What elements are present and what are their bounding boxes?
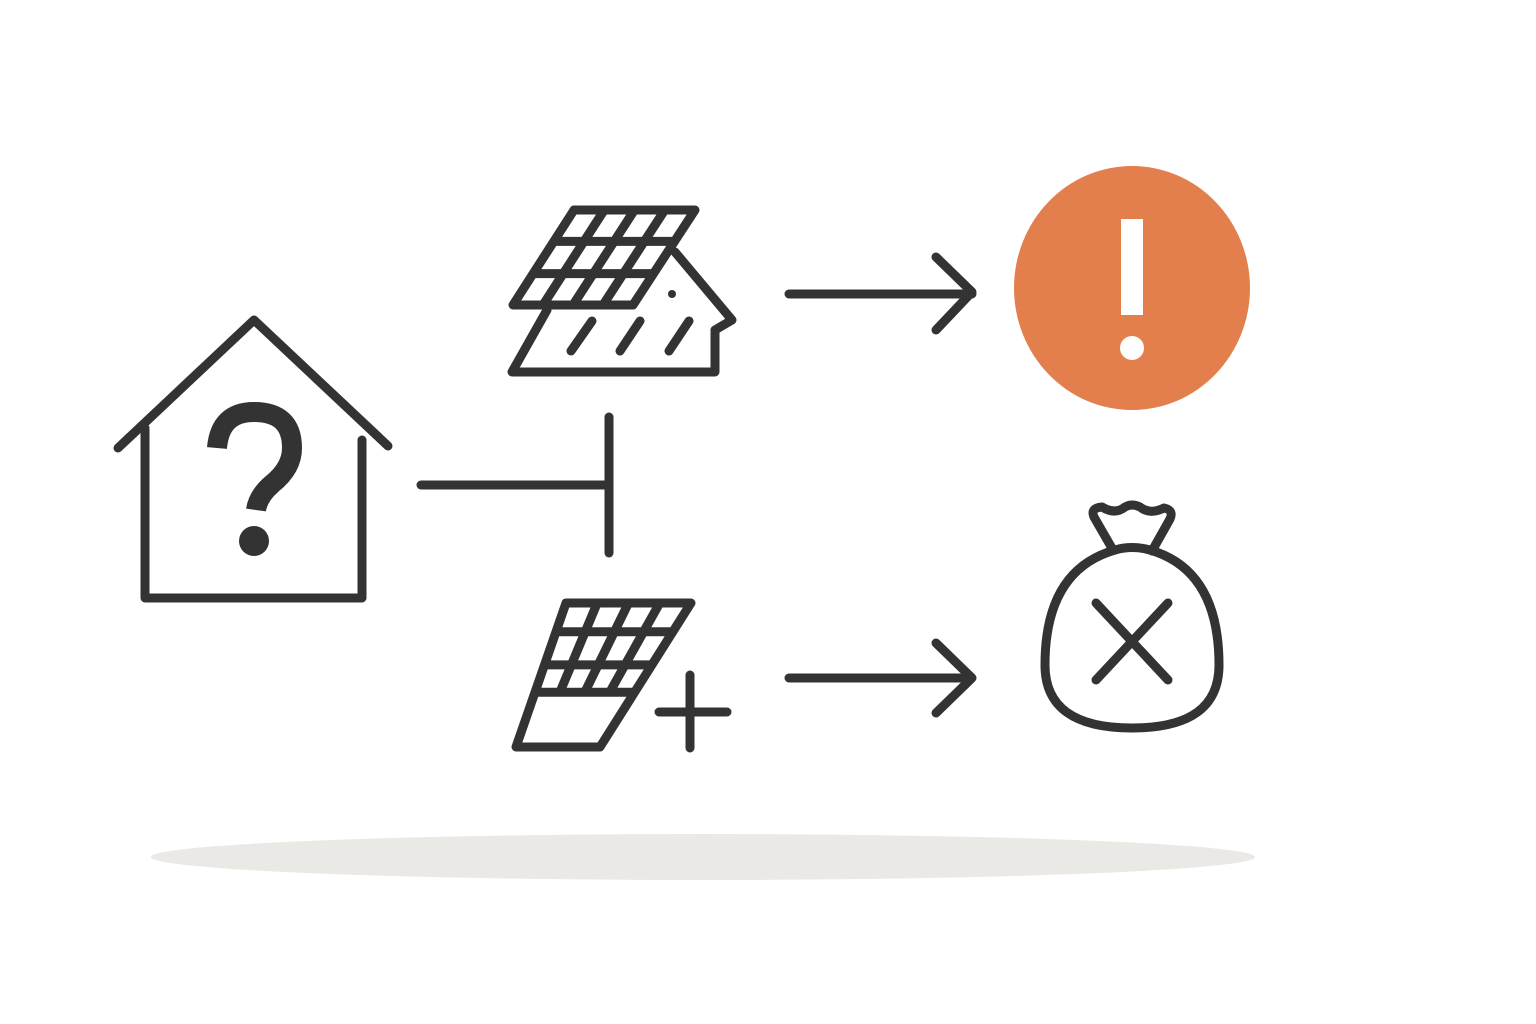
solar-panel-grid: [508, 205, 700, 310]
solar-roof-rain-icon: [507, 205, 737, 377]
arrow-bottom: [784, 638, 977, 718]
solar-panel-grid: [511, 598, 696, 752]
branch-connector: [416, 412, 614, 558]
ground-shadow: [151, 834, 1255, 880]
money-bag-x-icon: [1040, 500, 1224, 733]
exclamation-circle-icon: [1014, 166, 1250, 410]
house-question-icon: [113, 315, 393, 603]
solar-panel-plus-icon: [511, 598, 732, 753]
arrow-top: [784, 252, 977, 335]
